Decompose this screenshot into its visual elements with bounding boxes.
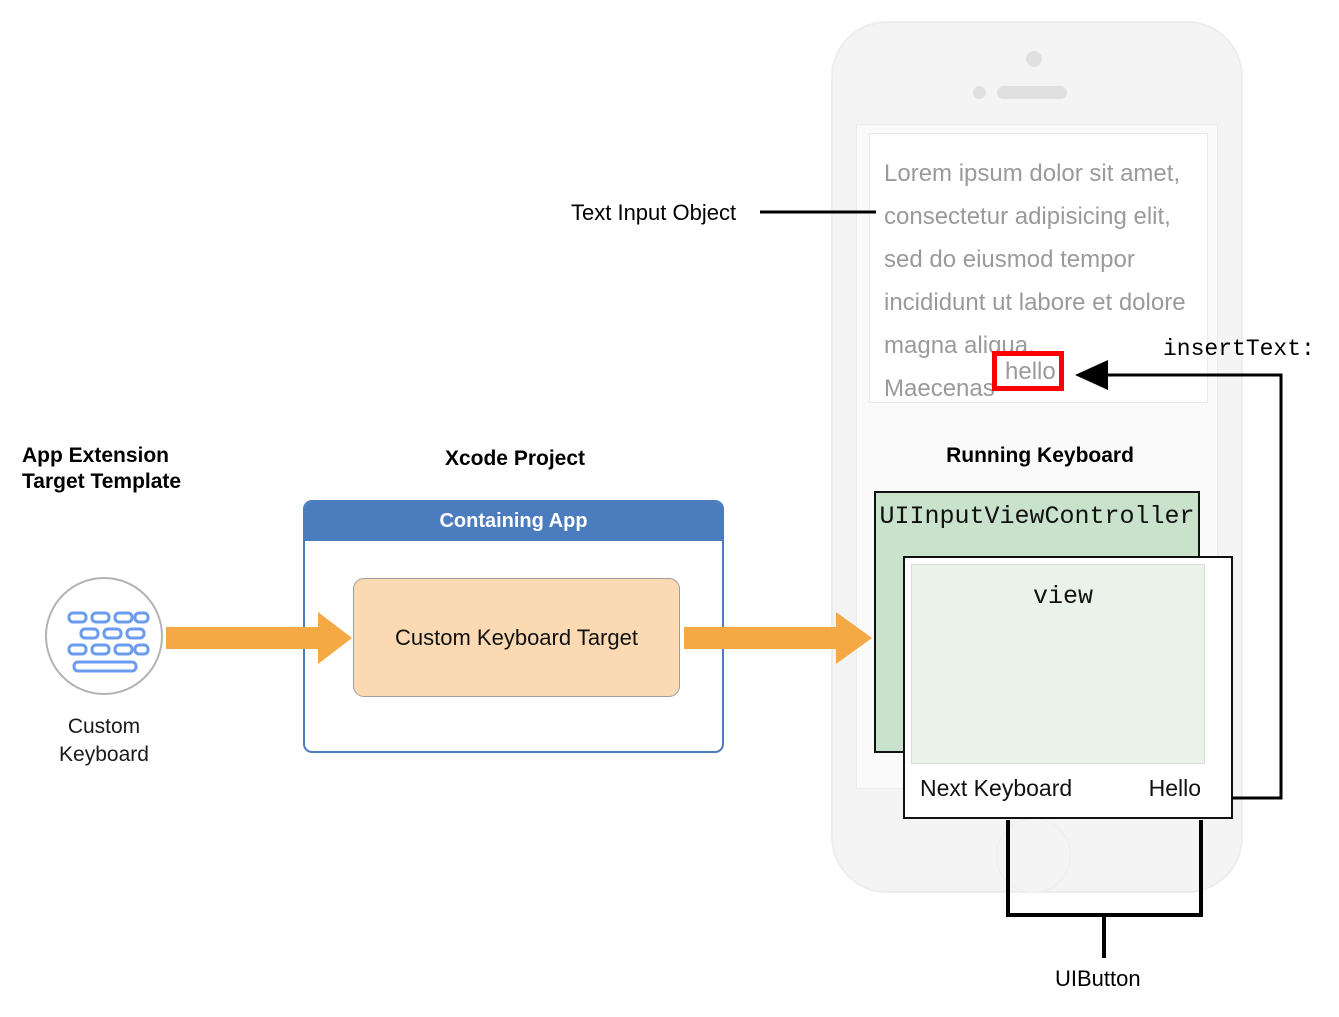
uibutton-annotation: UIButton — [1055, 966, 1141, 991]
earpiece-speaker-icon — [997, 86, 1067, 99]
view-inner-area: view — [911, 564, 1205, 764]
containing-app-title-bar: Containing App — [305, 502, 722, 541]
text-input-object-annotation: Text Input Object — [571, 200, 737, 225]
view-label: view — [1032, 582, 1093, 611]
text-line: sed do eiusmod tempor — [884, 246, 1135, 273]
keyboard-icon — [67, 611, 150, 673]
front-camera-icon — [1026, 51, 1042, 67]
uiinputviewcontroller-label: UIInputViewController — [879, 502, 1195, 531]
custom-keyboard-caption: Custom Keyboard — [28, 713, 180, 769]
inserted-text-highlight: hello — [992, 351, 1064, 391]
insert-text-annotation: insertText: — [1163, 336, 1315, 362]
next-keyboard-button[interactable]: Next Keyboard — [920, 775, 1073, 801]
text-line: Lorem ipsum dolor sit amet, — [884, 160, 1181, 187]
keyboard-caption-line1: Custom — [67, 715, 141, 738]
text-line: magna aliqua. — [884, 332, 1035, 359]
running-keyboard-heading: Running Keyboard — [946, 444, 1134, 467]
inserted-text-value: hello — [1005, 358, 1056, 385]
xcode-project-heading: Xcode Project — [444, 447, 586, 470]
home-button-icon — [996, 818, 1071, 893]
app-extension-template-heading: App Extension Target Template — [22, 443, 252, 495]
keyboard-caption-line2: Keyboard — [59, 743, 149, 766]
custom-keyboard-target-label: Custom Keyboard Target — [395, 624, 638, 650]
proximity-sensor-icon — [973, 86, 986, 99]
hello-button[interactable]: Hello — [1148, 775, 1201, 801]
template-heading-line2: Target Template — [22, 470, 182, 493]
custom-keyboard-icon-circle — [45, 577, 163, 695]
text-line: consectetur adipisicing elit, — [884, 203, 1171, 230]
text-input-object[interactable]: Lorem ipsum dolor sit amet, consectetur … — [869, 133, 1208, 403]
keyboard-view-box: view Next Keyboard Hello — [903, 556, 1233, 819]
text-line: incididunt ut labore et dolore — [884, 289, 1186, 316]
template-heading-line1: App Extension — [22, 444, 170, 467]
text-line: Maecenas — [884, 375, 995, 402]
containing-app-label: Containing App — [439, 510, 588, 532]
custom-keyboard-target-box: Custom Keyboard Target — [353, 578, 680, 697]
